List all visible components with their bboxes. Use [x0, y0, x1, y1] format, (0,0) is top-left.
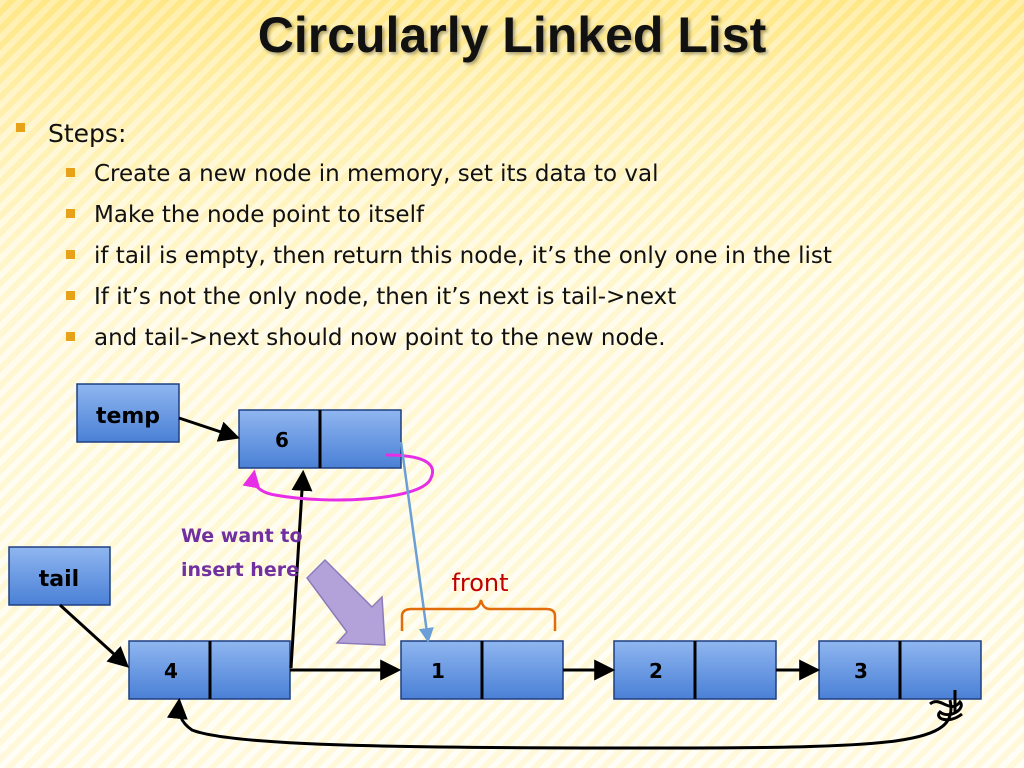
- self-loop-arrow: [242, 453, 434, 502]
- list-node-2: 2: [613, 640, 777, 700]
- list-node-4: 4: [128, 640, 291, 700]
- node-value: 3: [854, 659, 868, 683]
- new-node-value: 6: [275, 428, 289, 452]
- circular-back-arrow: [166, 697, 953, 750]
- node-value: 2: [649, 659, 663, 683]
- bullet-text: Make the node point to itself: [94, 202, 425, 228]
- bullet-step-4: If it’s not the only node, then it’s nex…: [14, 277, 832, 318]
- list-node-3: 3: [818, 640, 982, 700]
- new-next-arrow: [399, 441, 434, 643]
- annotation-line-2: insert here: [181, 559, 299, 581]
- new-node: 6: [238, 409, 402, 469]
- bullet-square-icon: [66, 209, 75, 218]
- bullet-step-3: if tail is empty, then return this node,…: [14, 236, 832, 277]
- tail-arrow: [58, 603, 130, 668]
- bullet-step-2: Make the node point to itself: [14, 195, 832, 236]
- annotation-line-1: We want to: [181, 525, 303, 547]
- tail-pointer-box: tail: [8, 546, 111, 606]
- slide-title: Circularly Linked List: [257, 7, 767, 63]
- insert-pointer-arrow: [289, 469, 313, 669]
- bullet-square-icon: [16, 123, 25, 132]
- bullet-text: Create a new node in memory, set its dat…: [94, 161, 659, 187]
- node-value: 4: [164, 659, 178, 683]
- bullet-square-icon: [66, 250, 75, 259]
- tail-label: tail: [39, 567, 79, 592]
- front-brace: [400, 599, 557, 631]
- temp-label: temp: [96, 404, 160, 429]
- bullet-text: If it’s not the only node, then it’s nex…: [94, 284, 677, 310]
- front-label: front: [451, 569, 508, 597]
- bullet-square-icon: [66, 168, 75, 177]
- bullet-text: if tail is empty, then return this node,…: [94, 243, 832, 269]
- bullet-steps: Steps:: [14, 114, 832, 154]
- scribble-mark: [928, 690, 963, 722]
- bullet-step-5: and tail->next should now point to the n…: [14, 318, 832, 359]
- node-value: 1: [431, 659, 445, 683]
- bullet-step-1: Create a new node in memory, set its dat…: [14, 154, 832, 195]
- list-node-1: 1: [400, 640, 564, 700]
- insert-here-arrow: [306, 558, 386, 646]
- bullet-text: Steps:: [48, 119, 127, 148]
- bullet-square-icon: [66, 332, 75, 341]
- steps-list: Steps: Create a new node in memory, set …: [14, 114, 832, 359]
- bullet-text: and tail->next should now point to the n…: [94, 325, 666, 351]
- bullet-square-icon: [66, 291, 75, 300]
- temp-pointer-box: temp: [76, 383, 180, 443]
- temp-arrow: [178, 416, 240, 442]
